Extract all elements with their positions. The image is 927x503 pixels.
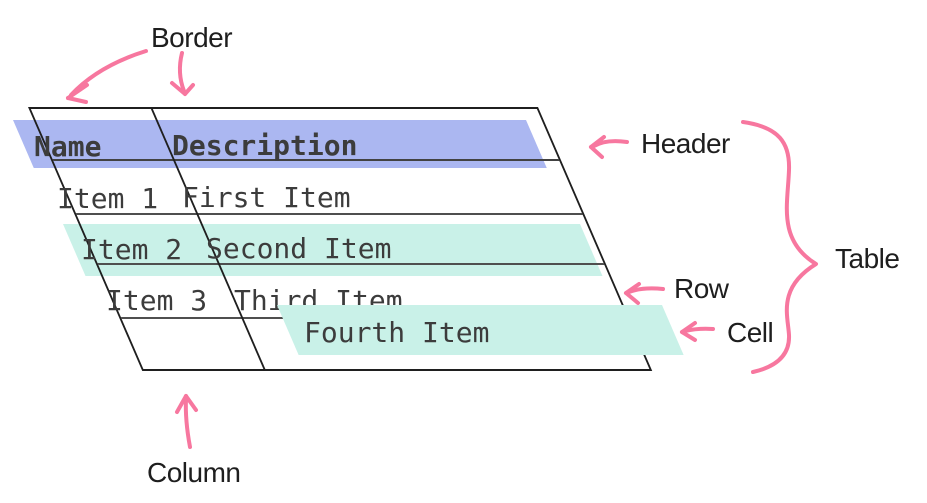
label-cell: Cell (727, 317, 774, 348)
label-column: Column (147, 457, 241, 488)
border-arrow-right-icon (170, 51, 195, 96)
cell-description-row4: Fourth Item (304, 316, 490, 349)
label-header: Header (641, 128, 730, 159)
cell-arrow-icon (680, 321, 715, 342)
label-table: Table (835, 243, 900, 274)
label-row: Row (674, 273, 729, 304)
cell-description-row3: Third Item (234, 284, 403, 317)
border-arrow-left-icon (66, 49, 148, 104)
cell-name-row2: Item 2 (81, 233, 183, 266)
cell-description-row1: First Item (182, 181, 351, 214)
row-arrow-icon (624, 282, 665, 305)
label-border: Border (151, 22, 233, 53)
column-arrow-icon (175, 394, 198, 449)
header-cell-name: Name (34, 130, 102, 163)
cell-name-row3: Item 3 (106, 284, 208, 317)
header-cell-description: Description (172, 129, 358, 162)
header-arrow-icon (589, 135, 629, 159)
cell-name-row1: Item 1 (57, 182, 159, 215)
cell-description-row2: Second Item (206, 232, 392, 265)
